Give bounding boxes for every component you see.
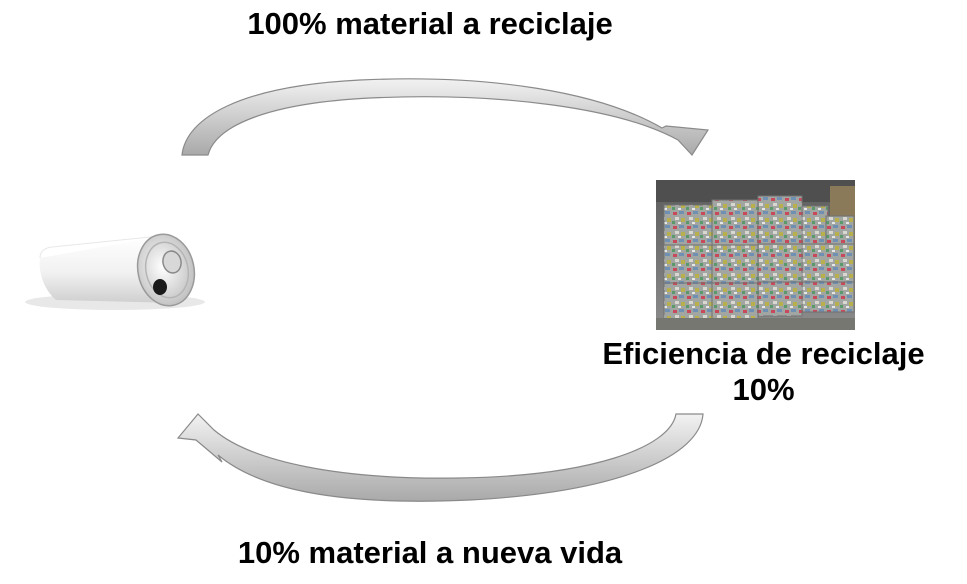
efficiency-value: 10% <box>732 371 795 407</box>
efficiency-title: Eficiencia de reciclaje <box>602 336 925 371</box>
bottom-label: 10% material a nueva vida <box>237 535 623 570</box>
top-label: 100% material a reciclaje <box>247 6 613 41</box>
recycle-arrow-top <box>181 78 710 156</box>
return-arrow-bottom <box>176 413 704 502</box>
efficiency-label: Eficiencia de reciclaje 10% <box>560 336 967 407</box>
recycled-bales-image <box>656 180 855 330</box>
aluminum-can-icon <box>25 233 205 310</box>
